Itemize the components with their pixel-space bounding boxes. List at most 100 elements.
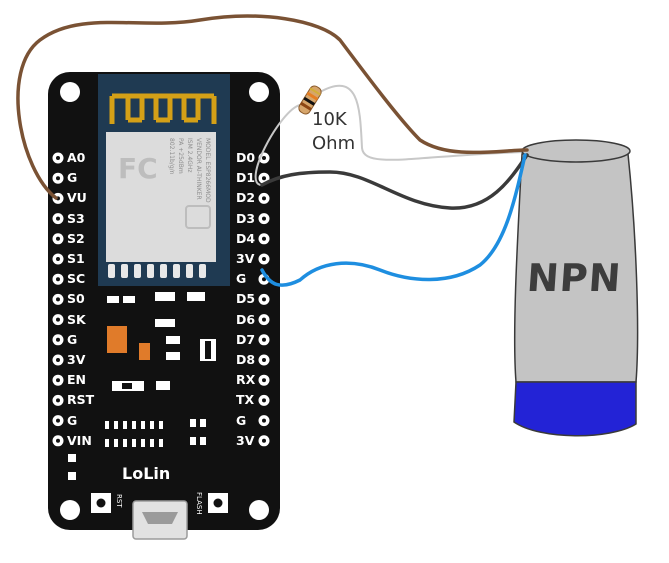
right-pin-label: 3V (236, 251, 255, 266)
regulator-tab (205, 341, 211, 359)
left-pin-label: G (67, 170, 78, 186)
left-pin-label: S1 (67, 251, 85, 266)
pin-hole (56, 277, 60, 282)
right-pin-header (258, 152, 270, 447)
blue-wire (260, 153, 527, 287)
flash-button-cap (213, 498, 223, 508)
module-pad (160, 264, 167, 278)
rst-button-cap (96, 498, 106, 508)
pin-hole (262, 398, 266, 403)
pin-hole (56, 257, 60, 261)
npn-sensor-cap (513, 381, 637, 437)
black-wire (260, 153, 529, 210)
pin-hole (56, 418, 60, 423)
left-pin-label: VU (67, 190, 87, 206)
pin-hole (262, 297, 266, 302)
ic-pin (105, 439, 109, 447)
brown-wire (16, 14, 529, 200)
left-pin-label: SK (67, 311, 86, 327)
pin-hole (56, 378, 60, 383)
right-pin-label: D1 (236, 170, 256, 186)
ic-pin (150, 439, 154, 447)
resistor-leads (254, 84, 526, 186)
usb-serial-chip (105, 421, 163, 447)
left-pin-label: G (67, 412, 78, 428)
ic-pin (159, 439, 163, 447)
left-pin-label: S2 (67, 230, 85, 246)
smd-part (156, 381, 170, 390)
right-pin-label: D5 (236, 291, 256, 307)
pin-hole (56, 156, 60, 160)
left-pin-label: EN (67, 372, 87, 388)
left-pin-label: S3 (67, 210, 85, 226)
module-text-line: PA +25dBm (177, 138, 184, 174)
smd-part (190, 419, 196, 427)
smd-part (200, 437, 206, 445)
fcc-logo: FC (118, 152, 158, 185)
module-pads (108, 264, 206, 278)
pin-hole (262, 418, 266, 423)
ic-pin (159, 421, 163, 429)
ic-pin (123, 421, 127, 429)
ic-pin (114, 421, 118, 429)
resistor-unit: Ohm (312, 133, 356, 154)
pin-hole (262, 236, 266, 241)
pin-hole (56, 337, 60, 342)
smd-part (68, 472, 76, 480)
right-pin-label: TX (236, 392, 255, 408)
pin-hole (262, 176, 266, 181)
resistor (298, 85, 322, 115)
left-pin-label: RST (67, 392, 95, 408)
pin-hole (56, 438, 60, 443)
mount-hole-tr (249, 82, 269, 102)
module-text-line: MODEL ESP8266MOD (204, 138, 211, 203)
left-pin-label: A0 (67, 150, 86, 165)
pin-hole (262, 196, 266, 201)
mount-hole-tl (60, 82, 80, 102)
ic-pin (132, 421, 136, 429)
orange-component (107, 326, 127, 353)
mount-hole-bl (60, 500, 80, 520)
pin-hole (262, 378, 266, 383)
module-shield (106, 132, 216, 262)
smd-part-center (122, 383, 132, 389)
pin-hole (262, 438, 266, 443)
smd-part (68, 454, 76, 462)
sensor-label: NPN (525, 256, 624, 300)
antenna-trace (109, 93, 217, 124)
flash-button-label: FLASH (195, 492, 203, 515)
smd-part (155, 292, 175, 301)
pin-hole (56, 297, 60, 302)
ic-pin (141, 439, 145, 447)
smd-part (200, 419, 206, 427)
ic-pin (132, 439, 136, 447)
pin-hole (262, 277, 266, 282)
module-pad (199, 264, 206, 278)
module-pad (147, 264, 154, 278)
left-pin-label: VIN (67, 432, 92, 448)
pin-hole (56, 398, 60, 403)
left-pin-header (52, 152, 64, 447)
ic-pin (150, 421, 154, 429)
mount-hole-br (249, 500, 269, 520)
ic-pin (114, 439, 118, 447)
right-pin-label: G (236, 412, 247, 428)
smd-part (166, 352, 180, 360)
pin-hole (262, 216, 266, 221)
left-pin-label: S0 (67, 291, 85, 307)
board-brand: LoLin (122, 464, 171, 483)
module-text-line: ISM 2.4GHz (186, 138, 193, 173)
rst-button-label: RST (115, 494, 123, 508)
pin-hole (262, 317, 266, 322)
smd-part (123, 296, 135, 303)
module-pad (134, 264, 141, 278)
pin-hole (56, 236, 60, 241)
ic-pin (141, 421, 145, 429)
pin-hole (262, 156, 266, 160)
module-text-line: 802.11b/g/n (168, 138, 175, 175)
left-pin-label: 3V (67, 352, 86, 367)
pin-hole (56, 176, 60, 181)
right-pin-label: D2 (236, 190, 256, 206)
smd-part (155, 319, 175, 327)
